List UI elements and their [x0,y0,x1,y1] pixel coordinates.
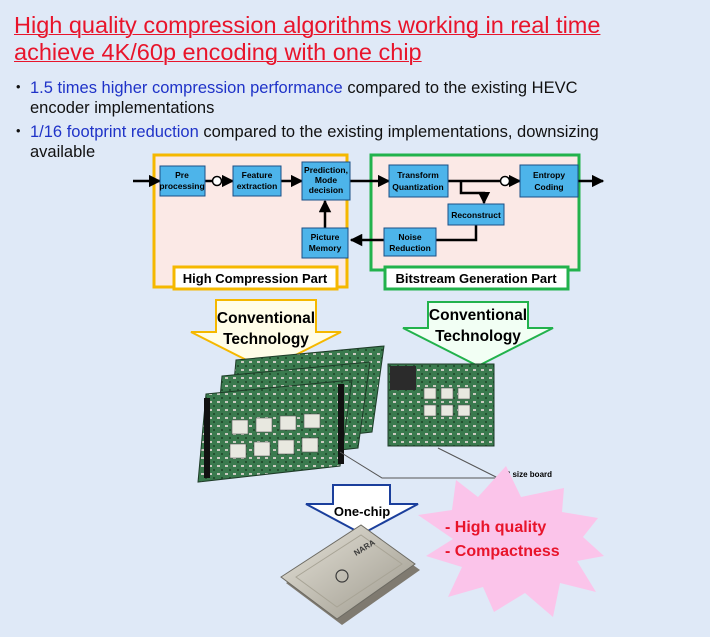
block-label: Entropy [533,170,565,180]
block-transform [388,164,449,198]
high-compression-label: High Compression Part [183,271,328,286]
block-label: Reduction [389,243,431,253]
block-label: Prediction, [304,165,348,175]
junction-circle [499,175,511,187]
page-title: High quality compression algorithms work… [14,12,704,66]
conventional-arrow-left [190,299,342,372]
bullet-text: compared to the existing implementations… [198,123,599,141]
one-chip-image: NARA [280,524,420,625]
title-line-2: achieve 4K/60p encoding with one chip [14,39,422,65]
block-prediction [301,161,351,201]
block-label: Mode [315,175,337,185]
conventional-label: Technology [435,328,521,345]
block-label: Memory [309,243,342,253]
benefits-starburst [418,466,604,617]
bullet-highlight: 1/16 footprint reduction [30,123,199,141]
title-line-1: High quality compression algorithms work… [14,12,601,38]
bullet-marker: ・ [10,79,27,97]
bullet-text-cont: available [30,143,96,161]
conventional-arrow-right [402,301,554,368]
conventional-label: Conventional [217,310,315,327]
bitstream-label: Bitstream Generation Part [395,271,557,286]
block-label: Feature [242,170,273,180]
high-compression-label-box [172,265,339,291]
block-label: Quantization [392,182,443,192]
board-size-label: A3 size board [500,470,552,479]
benefit-compactness: - Compactness [445,543,560,560]
block-label: Picture [311,232,340,242]
bitstream-label-box [383,265,570,291]
block-preprocessing [159,165,206,197]
bullet-marker: ・ [10,123,27,141]
junction-circle [211,175,223,187]
block-label: processing [159,181,204,191]
block-label: Noise [398,232,421,242]
bullet-text-cont: encoder implementations [30,99,215,117]
conventional-label: Technology [223,331,309,348]
board-callout-line [339,447,499,479]
block-label: Coding [534,182,563,192]
conventional-board-single [387,363,495,447]
benefit-high-quality: - High quality [445,519,546,536]
bullet-highlight: 1.5 times higher compression performance [30,79,343,97]
block-label: extraction [237,181,278,191]
block-label: Pre [175,170,189,180]
bullet-text: compared to the existing HEVC [342,79,578,97]
block-feature-extraction [232,165,282,197]
conventional-label: Conventional [429,307,527,324]
block-label: decision [309,185,343,195]
block-noise-reduction [383,227,437,257]
one-chip-arrow [305,484,419,536]
flow-arrows [133,174,605,247]
block-label: Transform [397,170,439,180]
one-chip-label: One-chip [334,504,390,519]
block-picture-memory [301,227,349,259]
block-entropy [519,164,579,198]
conventional-boards-stack [197,345,385,483]
block-label: Reconstruct [451,210,501,220]
block-reconstruct [447,203,505,226]
